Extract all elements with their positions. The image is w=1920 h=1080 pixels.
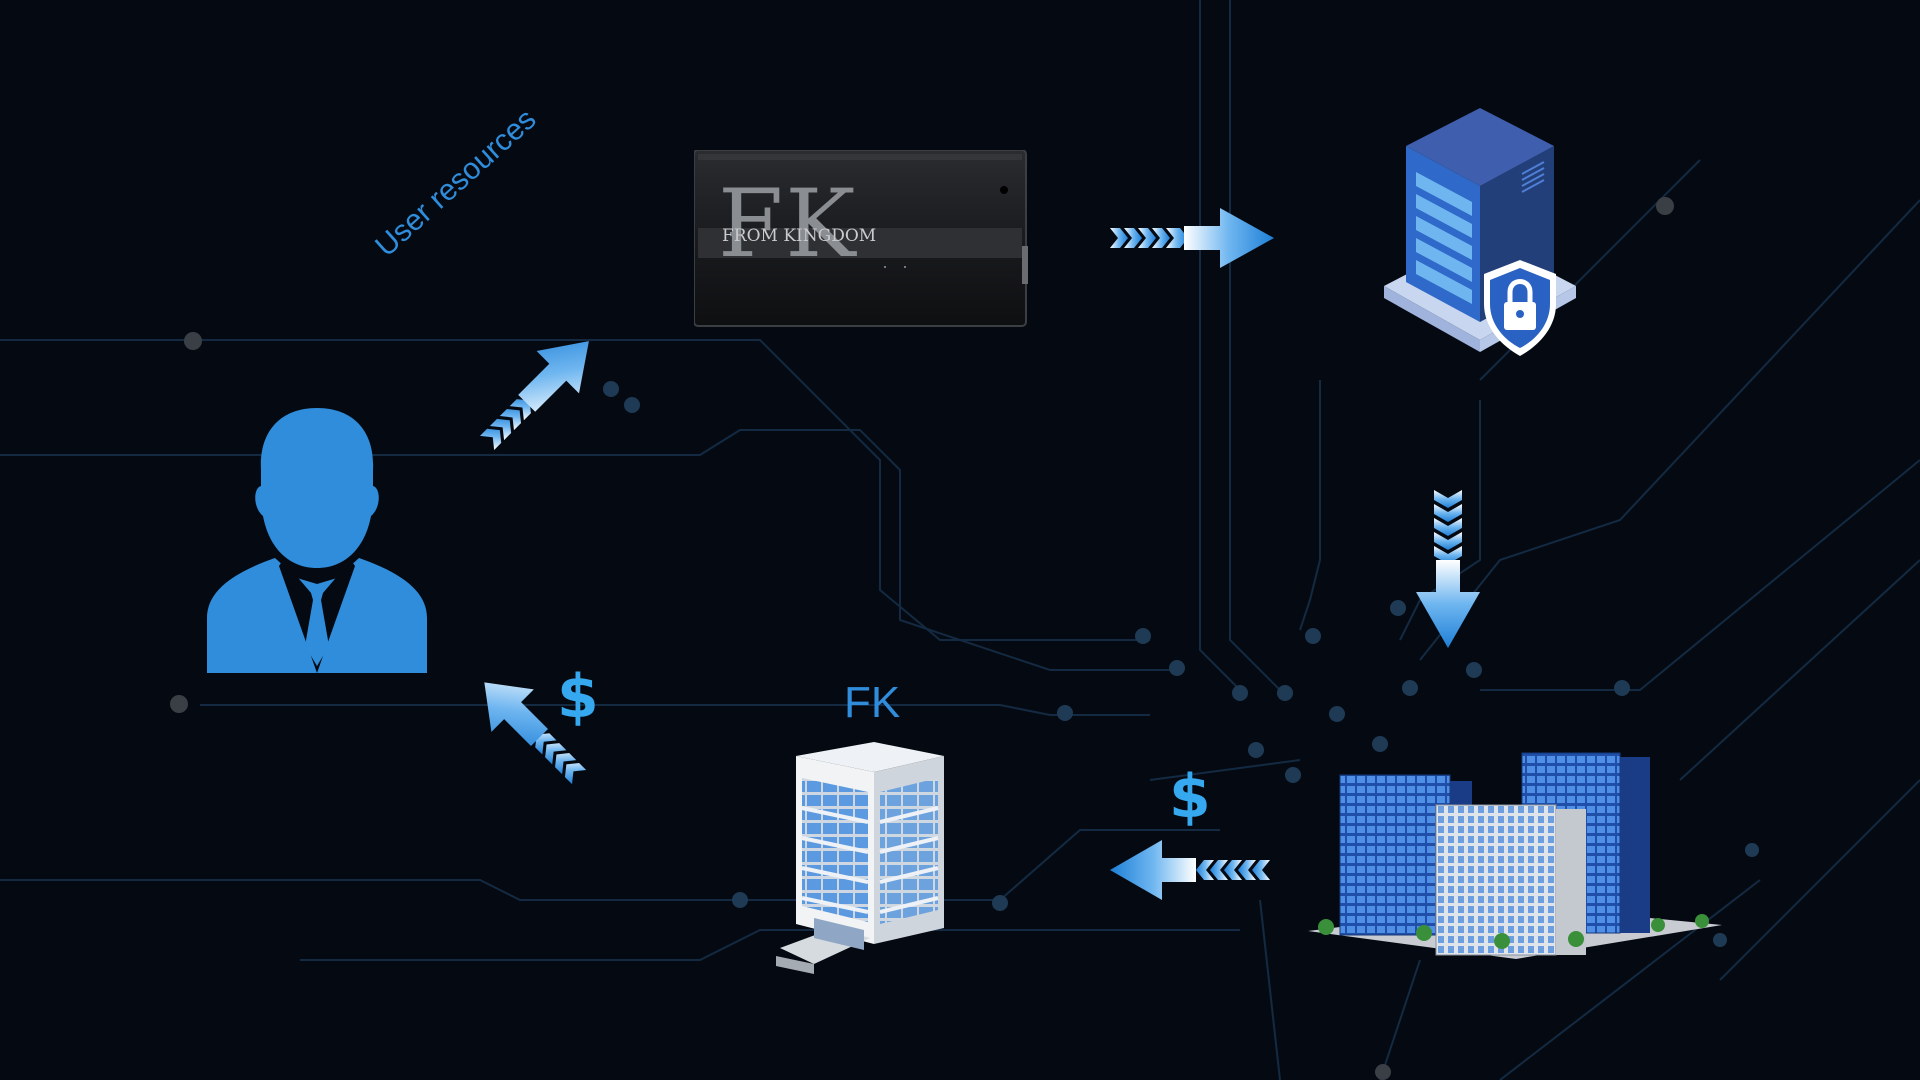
arrow-right-icon xyxy=(1110,208,1274,268)
office-label: FK xyxy=(844,678,901,727)
device-logo-letters: FK xyxy=(718,170,858,279)
user-silhouette-icon xyxy=(207,408,427,673)
arrow-left-icon xyxy=(1110,840,1270,900)
enterprise-buildings-icon xyxy=(1308,752,1722,959)
dollar-sign-enterprise: $ xyxy=(1169,762,1211,832)
arrow-up-left-icon xyxy=(484,682,587,785)
secure-server-icon xyxy=(1384,108,1576,356)
fk-hardware-device xyxy=(694,150,1028,327)
device-brand-text: FROM KINGDOM xyxy=(722,226,877,246)
arrow-up-right-icon xyxy=(480,341,589,450)
arrow-down-icon xyxy=(1416,490,1480,648)
fk-office-building-icon xyxy=(776,742,944,974)
dollar-sign-user: $ xyxy=(557,662,599,732)
